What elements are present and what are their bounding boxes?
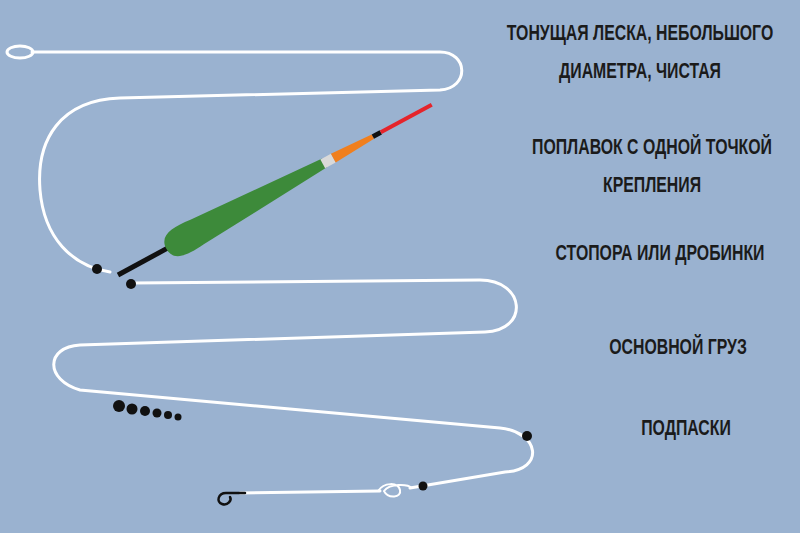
callout-label: ПОПЛАВОК С ОДНОЙ ТОЧКОЙ КРЕПЛЕНИЯ (508, 128, 796, 204)
fishing-line (32, 52, 533, 493)
float-antenna (380, 103, 433, 134)
shot (140, 406, 150, 416)
stopper (126, 279, 136, 289)
float-body (159, 150, 331, 262)
top-loop (7, 46, 33, 58)
loop-to-loop (378, 484, 412, 496)
callout-label: ПОДПАСКИ (542, 409, 800, 447)
shot (127, 404, 138, 415)
callout-label: ОСНОВНОЙ ГРУЗ (534, 328, 800, 366)
shot (175, 414, 182, 421)
shot (164, 411, 172, 419)
callout-label: ТОНУЩАЯ ЛЕСКА, НЕБОЛЬШОГО ДИАМЕТРА, ЧИСТ… (496, 14, 784, 90)
stopper (92, 264, 102, 274)
float (111, 92, 439, 288)
shot (113, 400, 125, 412)
float-stem (117, 244, 172, 277)
tell-tale-shot (522, 431, 532, 441)
hook (219, 493, 245, 504)
tell-tale-shot (419, 482, 428, 491)
callout-label: СТОПОРА ИЛИ ДРОБИНКИ (516, 234, 800, 272)
shot (153, 409, 162, 418)
float-tip (331, 132, 375, 162)
